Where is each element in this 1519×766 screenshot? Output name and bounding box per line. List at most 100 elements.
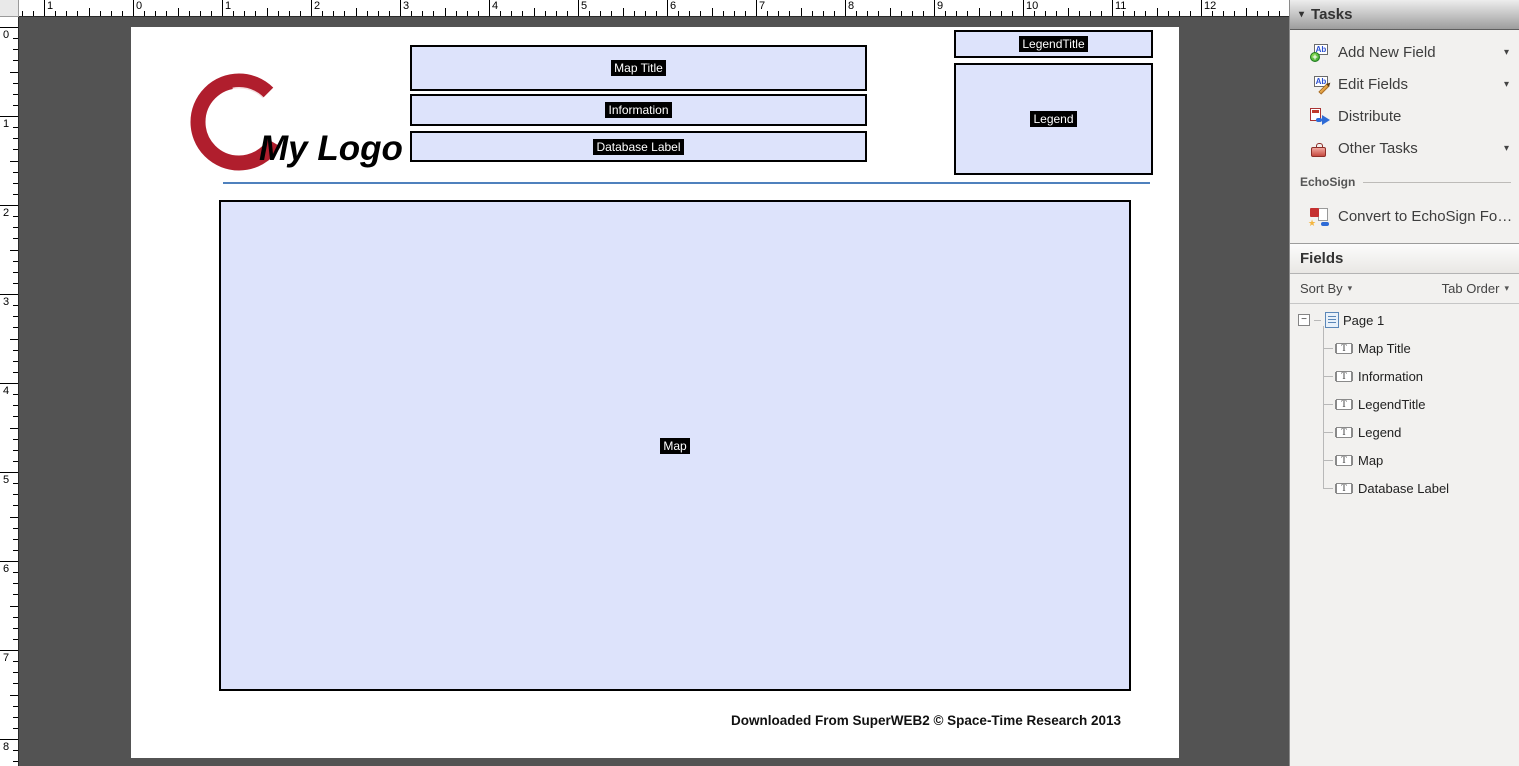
- field-information[interactable]: Information: [410, 94, 867, 126]
- ruler-tick: [655, 11, 657, 16]
- ruler-tick: [978, 8, 980, 16]
- chevron-down-icon: ▾: [1504, 283, 1509, 293]
- fields-panel-title: Fields: [1300, 250, 1344, 267]
- distribute-icon: [1310, 107, 1330, 125]
- field-legend-title-label: LegendTitle: [1019, 36, 1088, 52]
- ruler-tick: [433, 11, 435, 16]
- ruler-tick: [0, 561, 18, 562]
- add-new-field-button[interactable]: Ab + Add New Field ▾: [1290, 36, 1519, 68]
- ruler-tick: [511, 11, 513, 16]
- ruler-tick-label: 6: [3, 563, 10, 575]
- ruler-tick: [733, 11, 735, 16]
- field-legend-title[interactable]: LegendTitle: [954, 30, 1153, 58]
- ruler-tick: [989, 11, 991, 16]
- ruler-tick: [13, 360, 18, 362]
- ruler-tick: [13, 260, 18, 262]
- ruler-tick-label: 7: [3, 652, 10, 664]
- convert-to-echosign-icon: ★: [1308, 207, 1329, 227]
- ruler-tick: [711, 8, 713, 16]
- ruler-tick: [66, 11, 68, 16]
- ruler-tick: [800, 8, 802, 16]
- logo-swoosh-icon: [190, 73, 288, 171]
- ruler-tick: [10, 249, 18, 251]
- ruler-tick: [10, 160, 18, 162]
- edit-fields-button[interactable]: Ab Edit Fields ▾: [1290, 68, 1519, 100]
- ruler-tick: [1234, 11, 1236, 16]
- ruler-tick: [0, 739, 18, 740]
- ruler-tick: [756, 0, 757, 16]
- tree-item-map-title[interactable]: T Map Title: [1290, 334, 1519, 362]
- chevron-down-icon[interactable]: ▾: [1503, 46, 1509, 58]
- other-tasks-label: Other Tasks: [1338, 139, 1418, 157]
- logo[interactable]: My Logo: [171, 65, 441, 190]
- ruler-tick: [13, 627, 18, 629]
- pdf-page: My Logo Map Title Information Database L…: [131, 27, 1179, 758]
- ruler-tick: [555, 11, 557, 16]
- ruler-tick: [377, 11, 379, 16]
- ruler-tick: [311, 0, 312, 16]
- collapse-expander-icon[interactable]: −: [1298, 314, 1310, 326]
- ruler-tick: [277, 11, 279, 16]
- ruler-tick: [10, 516, 18, 518]
- ruler-tick: [13, 227, 18, 229]
- ruler-tick: [689, 11, 691, 16]
- tree-item-map[interactable]: T Map: [1290, 446, 1519, 474]
- ruler-tick: [13, 460, 18, 462]
- other-tasks-button[interactable]: Other Tasks ▾: [1290, 132, 1519, 164]
- ruler-tick: [133, 0, 134, 16]
- field-database-label[interactable]: Database Label: [410, 131, 867, 162]
- convert-to-echosign-button[interactable]: ★ Convert to EchoSign Fo…: [1290, 200, 1519, 232]
- ruler-tick: [10, 427, 18, 429]
- sort-by-dropdown[interactable]: Sort By ▾: [1300, 281, 1353, 296]
- ruler-tick: [355, 8, 357, 16]
- ruler-tick: [722, 11, 724, 16]
- plus-badge-icon: +: [1310, 51, 1320, 62]
- ruler-tick-label: 12: [1204, 0, 1217, 12]
- ruler-tick: [1156, 8, 1158, 16]
- ruler-tick: [121, 11, 123, 16]
- ruler-tick-label: 1: [47, 0, 54, 12]
- ruler-tick: [13, 572, 18, 574]
- tree-item-legendtitle[interactable]: T LegendTitle: [1290, 390, 1519, 418]
- ruler-tick: [1123, 11, 1125, 16]
- ruler-tick: [1056, 11, 1058, 16]
- ruler-tick: [678, 11, 680, 16]
- field-legend[interactable]: Legend: [954, 63, 1153, 175]
- ruler-tick: [166, 11, 168, 16]
- ruler-tick: [0, 27, 18, 28]
- tab-order-dropdown[interactable]: Tab Order ▾: [1441, 281, 1509, 296]
- ruler-tick-label: 0: [3, 29, 10, 41]
- field-database-label-label: Database Label: [593, 138, 684, 155]
- tree-item-information[interactable]: T Information: [1290, 362, 1519, 390]
- ruler-tick: [13, 538, 18, 540]
- ruler-tick: [13, 438, 18, 440]
- chevron-down-icon[interactable]: ▾: [1503, 78, 1509, 90]
- ruler-tick: [889, 8, 891, 16]
- text-field-icon: T: [1336, 454, 1352, 466]
- tree-item-legend[interactable]: T Legend: [1290, 418, 1519, 446]
- ruler-tick: [13, 583, 18, 585]
- ruler-tick: [13, 371, 18, 373]
- tree-item-page1[interactable]: − Page 1: [1290, 306, 1519, 334]
- edit-fields-icon: Ab: [1310, 75, 1330, 95]
- ruler-tick: [13, 193, 18, 195]
- ruler-tick: [13, 638, 18, 640]
- tree-item-database-label[interactable]: T Database Label: [1290, 474, 1519, 502]
- distribute-button[interactable]: Distribute: [1290, 100, 1519, 132]
- ruler-tick: [0, 294, 18, 295]
- ruler-tick: [13, 49, 18, 51]
- ruler-tick: [744, 11, 746, 16]
- ruler-tick: [778, 11, 780, 16]
- ruler-tick: [522, 11, 524, 16]
- page-footer-text: Downloaded From SuperWEB2 © Space-Time R…: [730, 713, 1122, 728]
- tasks-panel-header[interactable]: ▾ Tasks: [1290, 0, 1519, 30]
- field-map-title[interactable]: Map Title: [410, 45, 867, 91]
- ruler-tick: [0, 650, 18, 651]
- tree-item-page1-label: Page 1: [1343, 312, 1385, 328]
- ruler-tick: [1278, 11, 1280, 16]
- chevron-down-icon[interactable]: ▾: [1503, 142, 1509, 154]
- field-map[interactable]: Map: [219, 200, 1131, 691]
- ruler-tick: [1267, 11, 1269, 16]
